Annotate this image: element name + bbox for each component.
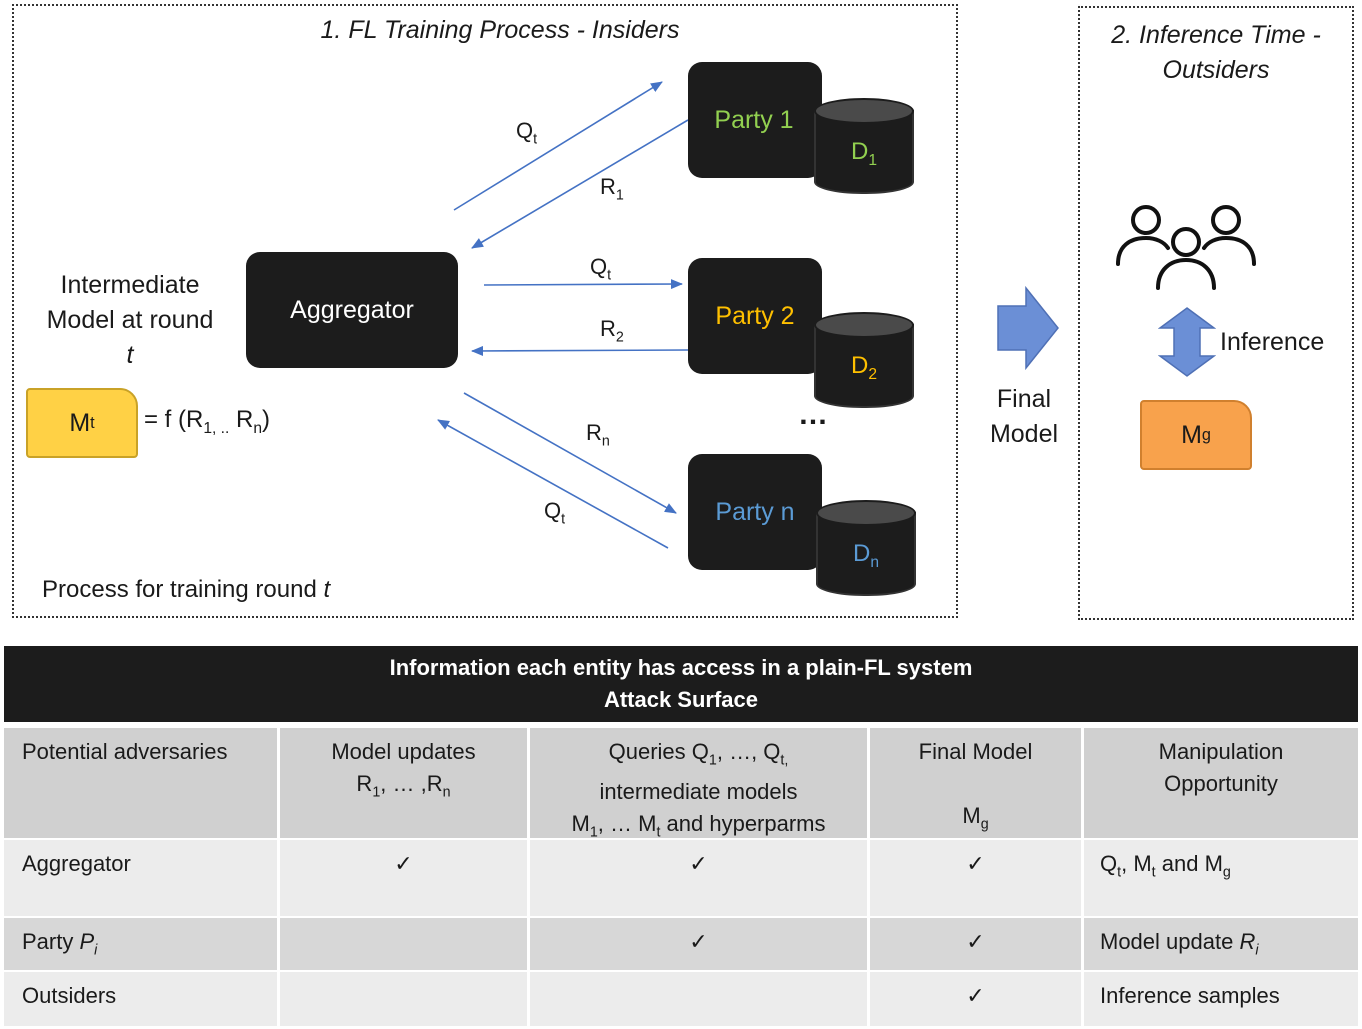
row-outsiders-queries-empty bbox=[530, 972, 870, 1026]
party-n-node: Party n bbox=[688, 454, 822, 570]
inference-label: Inference bbox=[1220, 328, 1325, 356]
party-1-node: Party 1 bbox=[688, 62, 822, 178]
query-arrow-party2 bbox=[483, 279, 683, 290]
intermediate-model-caption: Intermediate Model at round t bbox=[46, 271, 214, 369]
training-panel bbox=[12, 4, 958, 618]
row-party-final-check: ✓ bbox=[870, 918, 1084, 970]
inference-panel-title: 2. Inference Time - Outsiders bbox=[1111, 21, 1321, 84]
arrow-label-q-2: Qt bbox=[590, 254, 612, 284]
party-n-data-store: Dn bbox=[816, 500, 916, 598]
training-round-caption: Process for training round t bbox=[42, 576, 331, 603]
row-party-updates-empty bbox=[280, 918, 530, 970]
response-arrow-party2 bbox=[471, 345, 689, 356]
party-2-node: Party 2 bbox=[688, 258, 822, 374]
aggregation-formula: = f (R1, .. Rn) bbox=[144, 406, 271, 437]
row-aggregator-manipulation: Qt, Mt and Mg bbox=[1100, 851, 1231, 881]
header-manipulation: Manipulation Opportunity bbox=[1158, 739, 1284, 796]
row-outsiders-manipulation: Inference samples bbox=[1100, 983, 1280, 1008]
party-2-data-store: D2 bbox=[814, 312, 914, 410]
aggregator-node: Aggregator bbox=[246, 252, 458, 368]
users-icon bbox=[1116, 205, 1256, 290]
response-arrow-party1 bbox=[471, 119, 689, 249]
row-outsiders-name: Outsiders bbox=[4, 972, 280, 1026]
table-title: Information each entity has access in a … bbox=[4, 646, 1358, 722]
row-aggregator-name: Aggregator bbox=[4, 840, 280, 916]
query-arrow-party1 bbox=[453, 81, 663, 211]
header-final-model: Final Model Mg bbox=[870, 728, 1084, 838]
arrow-label-rn: Rn bbox=[586, 420, 610, 450]
row-outsiders-updates-empty bbox=[280, 972, 530, 1026]
row-party-name: Party Pi bbox=[4, 918, 280, 970]
header-queries: Queries Q1, …, Qt, intermediate models M… bbox=[530, 728, 870, 841]
table-row-aggregator: Aggregator ✓ ✓ ✓ Qt, Mt and Mg bbox=[4, 840, 1358, 916]
party-1-data-store: D1 bbox=[814, 98, 914, 196]
party-n-label: Party n bbox=[715, 497, 795, 526]
party-1-label: Party 1 bbox=[714, 105, 794, 134]
inference-double-arrow bbox=[1158, 307, 1216, 377]
row-aggregator-queries-check: ✓ bbox=[530, 840, 870, 916]
final-model-caption: Final Model bbox=[989, 385, 1059, 448]
final-model-arrow bbox=[997, 286, 1059, 370]
party-2-label: Party 2 bbox=[715, 301, 795, 330]
more-parties-ellipsis: … bbox=[798, 398, 828, 431]
row-party-manipulation: Model update Ri bbox=[1100, 929, 1259, 959]
row-party-queries-check: ✓ bbox=[530, 918, 870, 970]
flow-arrows bbox=[437, 81, 689, 549]
row-outsiders-final-check: ✓ bbox=[870, 972, 1084, 1026]
training-panel-title: 1. FL Training Process - Insiders bbox=[320, 16, 680, 44]
row-aggregator-updates-check: ✓ bbox=[280, 840, 530, 916]
arrow-label-r1: R1 bbox=[600, 174, 624, 204]
header-adversaries: Potential adversaries bbox=[4, 728, 280, 838]
response-arrow-partyn bbox=[463, 392, 677, 514]
arrow-label-r2: R2 bbox=[600, 316, 624, 346]
aggregator-label: Aggregator bbox=[290, 295, 414, 324]
header-model-updates: Model updates R1, … ,Rn bbox=[280, 728, 530, 838]
table-header-row: Potential adversaries Model updates R1, … bbox=[4, 728, 1358, 841]
table-row-party: Party Pi ✓ ✓ Model update Ri bbox=[4, 918, 1358, 970]
arrow-label-q-3: Qt bbox=[544, 498, 566, 528]
inference-panel bbox=[1078, 6, 1354, 620]
arrow-label-q-1: Qt bbox=[516, 118, 538, 148]
row-aggregator-final-check: ✓ bbox=[870, 840, 1084, 916]
query-arrow-partyn bbox=[437, 419, 669, 549]
table-row-outsiders: Outsiders ✓ Inference samples bbox=[4, 972, 1358, 1026]
